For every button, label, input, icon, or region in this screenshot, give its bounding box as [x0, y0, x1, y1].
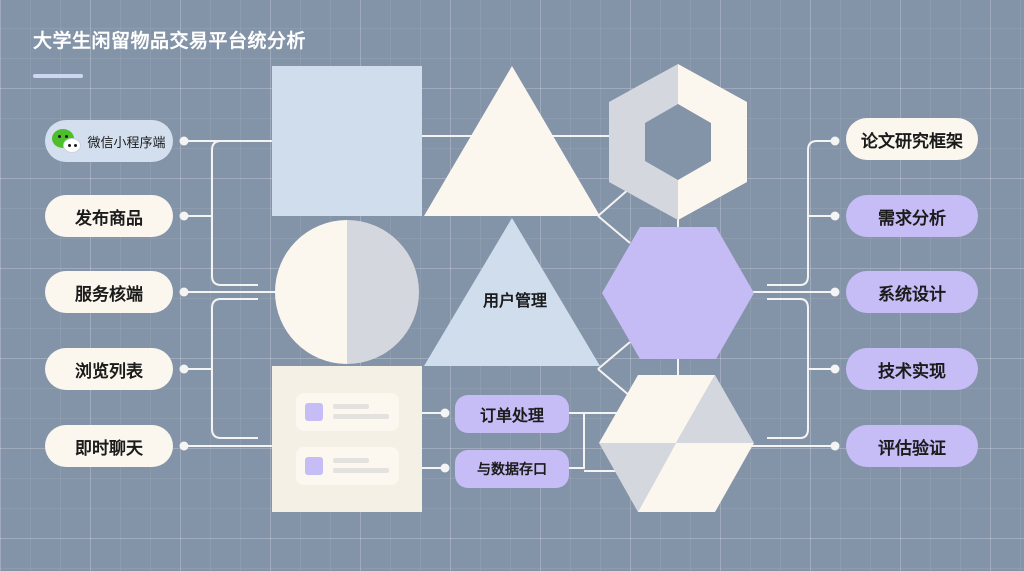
right-item-label: 论文研究框架	[861, 131, 963, 152]
connector-lines	[184, 135, 834, 472]
left-item-label: 浏览列表	[75, 361, 143, 382]
right-item-implementation[interactable]: 技术实现	[846, 348, 978, 390]
title-underline	[33, 74, 83, 78]
left-item-wechat[interactable]: 微信小程序端	[45, 120, 173, 162]
connector-dots	[179, 136, 840, 473]
right-item-design[interactable]: 系统设计	[846, 271, 978, 313]
right-item-label: 需求分析	[878, 208, 946, 229]
hexagon-ring-shape	[609, 64, 747, 220]
left-item-service[interactable]: 服务核端	[45, 271, 173, 313]
mid-item-label: 与数据存口	[477, 462, 547, 478]
purple-hexagon-shape	[602, 227, 754, 359]
page-title: 大学生闲留物品交易平台统分析	[33, 30, 307, 52]
right-item-requirements[interactable]: 需求分析	[846, 195, 978, 237]
mid-item-label: 订单处理	[479, 406, 544, 425]
left-item-publish[interactable]: 发布商品	[45, 195, 173, 237]
left-item-label: 服务核端	[75, 284, 143, 305]
order-processing-button[interactable]: 订单处理	[455, 395, 569, 433]
left-item-browse[interactable]: 浏览列表	[45, 348, 173, 390]
right-item-label: 评估验证	[878, 438, 946, 459]
left-item-chat[interactable]: 即时聊天	[45, 425, 173, 467]
list-card	[272, 366, 422, 512]
left-item-label: 即时聊天	[75, 438, 143, 459]
right-item-label: 系统设计	[878, 284, 946, 305]
left-item-label: 发布商品	[75, 208, 143, 229]
user-management-triangle	[424, 218, 600, 366]
right-item-framework[interactable]: 论文研究框架	[846, 118, 978, 160]
wechat-icon	[52, 127, 82, 155]
cube-hexagon-shape	[599, 375, 754, 512]
right-item-label: 技术实现	[878, 361, 946, 382]
half-circle-shape	[275, 220, 419, 364]
cream-triangle-shape	[424, 66, 600, 216]
left-item-label: 微信小程序端	[87, 135, 166, 151]
triangle-label: 用户管理	[482, 291, 547, 310]
square-shape	[272, 66, 422, 216]
data-storage-button[interactable]: 与数据存口	[455, 450, 569, 488]
right-item-evaluation[interactable]: 评估验证	[846, 425, 978, 467]
